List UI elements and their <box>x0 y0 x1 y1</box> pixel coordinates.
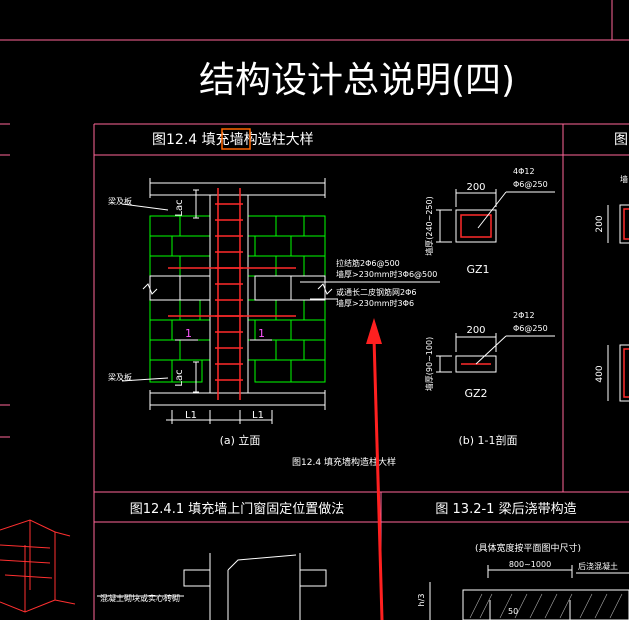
gz1-height-dim: 墙厚(240~250) <box>424 196 434 255</box>
label-beam-slab-top: 梁及板 <box>108 196 132 206</box>
right-partial-drawing: 图 200 400 墙 <box>595 132 629 402</box>
section-mark-left: 1 <box>185 327 192 340</box>
section-13-2-1: 图 13.2-1 梁后浇带构造 (具体宽度按平面图中尺寸) 800~1000 后… <box>417 502 629 620</box>
section-12-4-header: 图12.4 填充墙构造柱大样 <box>152 132 314 148</box>
section-13-2-1-header: 图 13.2-1 梁后浇带构造 <box>435 502 576 517</box>
gz1-name: GZ1 <box>466 263 489 276</box>
section-mark-right: 1 <box>258 327 265 340</box>
sheet-title: 结构设计总说明(四) <box>199 60 515 101</box>
right-dim-400: 400 <box>595 365 605 382</box>
note-tie-bar-2: 墙厚>230mm时3Φ6@500 <box>336 269 437 279</box>
right-label-wall: 墙 <box>620 174 628 184</box>
dim-lac-bottom: Lac <box>174 369 185 386</box>
gz1-width-dim: 200 <box>466 182 485 193</box>
note-tie-bar-3: 或通长二皮钢筋网2Φ6 <box>336 287 416 297</box>
section-12-4-1: 图12.4.1 填充墙上门窗固定位置做法 混凝土砌块或实心砖砌 <box>97 501 344 620</box>
label-beam-slab-bottom: 梁及板 <box>108 372 132 382</box>
right-dim-200: 200 <box>595 215 605 232</box>
section-13-2-1-note: (具体宽度按平面图中尺寸) <box>475 542 581 554</box>
footer-caption-12-4: 图12.4 填充墙构造柱大样 <box>292 456 396 468</box>
caption-section-1-1: (b) 1-1剖面 <box>458 433 517 447</box>
gz2-section: 200 墙厚(90~100) 2Φ12 Φ6@250 GZ2 <box>424 311 555 400</box>
gz2-main-rebar: 2Φ12 <box>513 311 535 320</box>
gz1-main-rebar: 4Φ12 <box>513 167 535 176</box>
section-12-4-header-suffix: 柱大样 <box>272 132 314 148</box>
note-tie-bar-4: 墙厚>230mm时3Φ6 <box>336 298 414 308</box>
section-12-4-1-header: 图12.4.1 填充墙上门窗固定位置做法 <box>130 501 344 517</box>
gz1-stirrup: Φ6@250 <box>513 180 548 189</box>
section-13-2-1-label: 后浇混凝土 <box>578 561 618 571</box>
selection-highlight-box <box>221 128 251 150</box>
gz2-stirrup: Φ6@250 <box>513 324 548 333</box>
section-12-4-1-label: 混凝土砌块或实心砖砌 <box>100 593 180 603</box>
section-12-4-header-prefix: 图12.4 填充墙 <box>152 132 244 148</box>
caption-elevation: (a) 立面 <box>220 433 261 447</box>
gz2-width-dim: 200 <box>466 325 485 336</box>
right-partial-header: 图 <box>614 132 628 148</box>
section-13-2-1-bottom-dim: 50 <box>508 607 518 616</box>
dim-l1-right: L1 <box>252 410 264 421</box>
annotation-arrow <box>366 318 384 620</box>
section-12-4-header-highlight: 构造 <box>244 132 272 148</box>
note-tie-bar-1: 拉结筋2Φ6@500 <box>336 258 400 268</box>
clipped-3d-object <box>0 519 76 613</box>
dim-lac-top: Lac <box>174 199 185 216</box>
gz2-name: GZ2 <box>464 387 487 400</box>
gz2-height-dim: 墙厚(90~100) <box>424 337 434 391</box>
section-13-2-1-dim: 800~1000 <box>509 560 551 569</box>
section-13-2-1-side-dim: h/3 <box>417 594 426 607</box>
gz1-section: 200 墙厚(240~250) 4Φ12 Φ6@250 GZ1 <box>424 167 555 276</box>
dim-l1-left: L1 <box>185 410 197 421</box>
wall-elevation: Lac Lac L1 L1 梁及板 梁及板 1 1 拉结筋2Φ6@500 墙厚>… <box>108 178 518 468</box>
